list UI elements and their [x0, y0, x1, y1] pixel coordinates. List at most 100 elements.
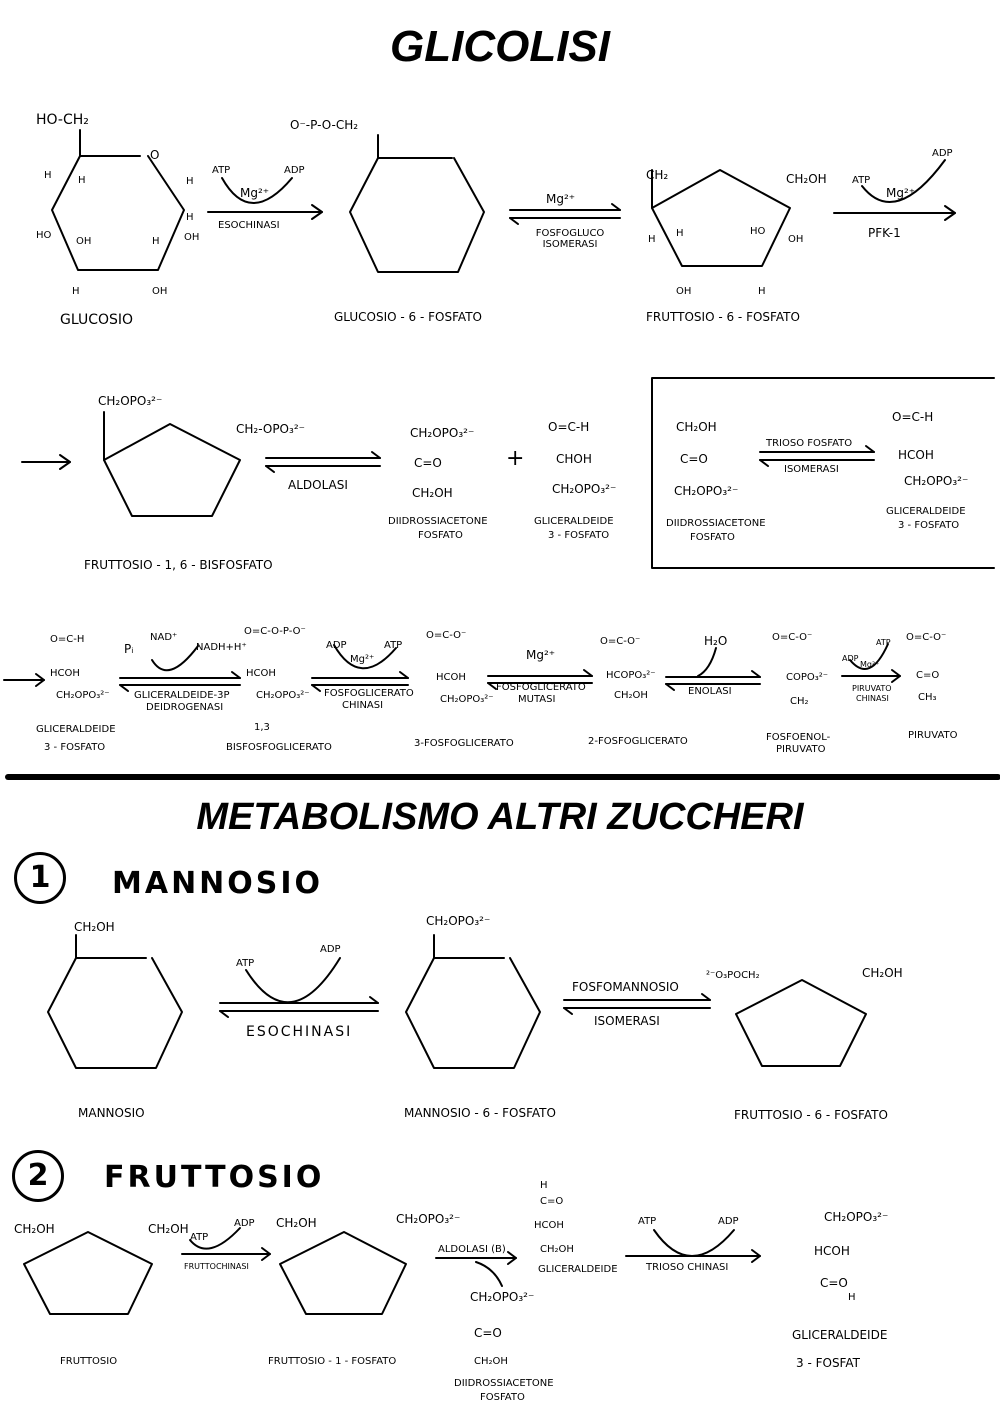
gal-c: HCOH: [534, 1220, 564, 1231]
gap-label2: 3 - FOSFATO: [548, 530, 610, 541]
pg3-c: CH₂OPO₃²⁻: [440, 694, 494, 705]
glucosio-h6: H: [186, 212, 194, 223]
r3-gap-c: CH₂OPO₃²⁻: [56, 690, 110, 701]
section-number-1: 1: [14, 852, 66, 904]
glucosio-oh1: OH: [76, 236, 92, 247]
f6p-label: FRUTTOSIO - 6 - FOSFATO: [646, 310, 800, 324]
pep-a: O=C-O⁻: [772, 632, 813, 643]
e2-enzyme: FOSFOGLUCO ISOMERASI: [535, 228, 605, 250]
e7-mg: Mg²⁺: [526, 648, 556, 662]
e3-enzyme: PFK-1: [868, 226, 901, 240]
curve-atp-adp-1: [221, 177, 293, 204]
man-enzyme: ESOCHINASI: [246, 1024, 353, 1040]
title-metabolismo: METABOLISMO ALTRI ZUCCHERI: [196, 796, 804, 838]
m6p-label: MANNOSIO - 6 - FOSFATO: [404, 1106, 556, 1120]
pg2-label: 2-FOSFOGLICERATO: [588, 736, 688, 747]
e9-adp: ADP: [842, 654, 859, 663]
gal-a: H: [540, 1180, 548, 1191]
dhap-line1: CH₂OPO₃²⁻: [410, 426, 475, 440]
glucosio-h5: H: [72, 286, 80, 297]
e3-atp: ATP: [852, 175, 871, 186]
f6p-h1: H: [648, 234, 656, 245]
box-dhap-line3: CH₂OPO₃²⁻: [674, 484, 739, 498]
f16bp-right: CH₂-OPO₃²⁻: [236, 422, 305, 436]
g3p-a: CH₂OPO₃²⁻: [824, 1210, 889, 1224]
man-adp: ADP: [320, 944, 341, 955]
e1-mg: Mg²⁺: [240, 186, 270, 200]
box-dhap-label2: FOSFATO: [690, 532, 735, 543]
pep-b: COPO₃²⁻: [786, 672, 829, 683]
box-enzyme1: TRIOSO FOSFATO: [766, 438, 853, 449]
f6p-mannosio-ring: [735, 979, 867, 1067]
f6p-oh: OH: [788, 234, 804, 245]
box-dhap-line1: CH₂OH: [676, 420, 717, 434]
e7-enzyme2: MUTASI: [518, 694, 556, 705]
g3p-b: HCOH: [814, 1244, 850, 1258]
f6p-ch2: CH₂: [646, 168, 669, 182]
e5-enzyme2: DEIDROGENASI: [146, 702, 224, 713]
gap-line2: CHOH: [556, 452, 592, 466]
m6p-ring: [405, 957, 541, 1069]
pg2-c: CH₂OH: [614, 690, 648, 701]
glucosio-h3: H: [186, 176, 194, 187]
f1p-ring: [279, 1231, 407, 1315]
e6-enzyme2: CHINASI: [342, 700, 384, 711]
gap-label1: GLICERALDEIDE: [534, 516, 614, 527]
e1-atp: ATP: [212, 165, 231, 176]
e6-adp: ADP: [326, 640, 347, 651]
pyr-b: C=O: [916, 670, 940, 681]
e1-adp: ADP: [284, 165, 305, 176]
r3-gap-a: O=C-H: [50, 634, 85, 645]
box-gap-line3: CH₂OPO₃²⁻: [904, 474, 969, 488]
e9-enzyme1: PIRUVATO: [852, 684, 892, 693]
e2-mg: Mg²⁺: [546, 192, 576, 206]
fruttosio-heading: FRUTTOSIO: [104, 1160, 325, 1195]
g6p-ring: [349, 157, 485, 273]
e8-enzyme: ENOLASI: [688, 686, 732, 697]
f6pm-label: FRUTTOSIO - 6 - FOSFATO: [734, 1108, 888, 1122]
g3p-d: H: [848, 1292, 856, 1303]
man-enzyme2a: FOSFOMANNOSIO: [572, 980, 679, 994]
e5-nadh: NADH+H⁺: [196, 642, 247, 653]
fru-atp: ATP: [190, 1232, 209, 1243]
bpg-label2: BISFOSFOGLICERATO: [226, 742, 332, 753]
e9-enzyme2: CHINASI: [856, 694, 889, 703]
r3-gap-b: HCOH: [50, 668, 80, 679]
triose-box: [651, 377, 995, 569]
f16bp-ring: [103, 423, 241, 517]
f6p-ho: HO: [750, 226, 766, 237]
man-ch2oh: CH₂OH: [74, 920, 115, 934]
f6p-ring: [651, 169, 791, 267]
g6p-phosphate: O⁻-P-O-CH₂: [290, 118, 359, 132]
fdhap-c: CH₂OH: [474, 1356, 508, 1367]
box-gap-label2: 3 - FOSFATO: [898, 520, 960, 531]
g3p-label1: GLICERALDEIDE: [792, 1328, 888, 1342]
fdhap-label1: DIIDROSSIACETONE: [454, 1378, 554, 1389]
fru-adp: ADP: [234, 1218, 255, 1229]
man-enzyme2b: ISOMERASI: [594, 1014, 660, 1028]
dhap-line3: CH₂OH: [412, 486, 453, 500]
pyr-a: O=C-O⁻: [906, 632, 947, 643]
e9-atp: ATP: [876, 638, 891, 647]
e8-h2o: H₂O: [704, 634, 728, 648]
f6pm-left: ²⁻O₃POCH₂: [706, 970, 760, 981]
fru-right: CH₂OH: [148, 1222, 189, 1236]
bpg-label1: 1,3: [254, 722, 270, 733]
glucosio-h1: H: [44, 170, 52, 181]
e5-nad: NAD⁺: [150, 632, 178, 643]
r3-gap-label1: GLICERALDEIDE: [36, 724, 116, 735]
r3-gap-label2: 3 - FOSFATO: [44, 742, 106, 753]
f1p-label: FRUTTOSIO - 1 - FOSFATO: [268, 1356, 397, 1367]
pyr-c: CH₃: [918, 692, 937, 703]
e9-mg: Mg²⁺: [860, 660, 880, 669]
gap-line1: O=C-H: [548, 420, 590, 434]
glucosio-oh2: OH: [184, 232, 200, 243]
box-gap-line2: HCOH: [898, 448, 934, 462]
fdhap-b: C=O: [474, 1326, 502, 1340]
fdhap-label2: FOSFATO: [480, 1392, 525, 1403]
box-dhap-label1: DIIDROSSIACETONE: [666, 518, 766, 529]
g6p-label: GLUCOSIO - 6 - FOSFATO: [334, 310, 482, 324]
man-label: MANNOSIO: [78, 1106, 145, 1120]
f1p-right: CH₂OPO₃²⁻: [396, 1212, 461, 1226]
